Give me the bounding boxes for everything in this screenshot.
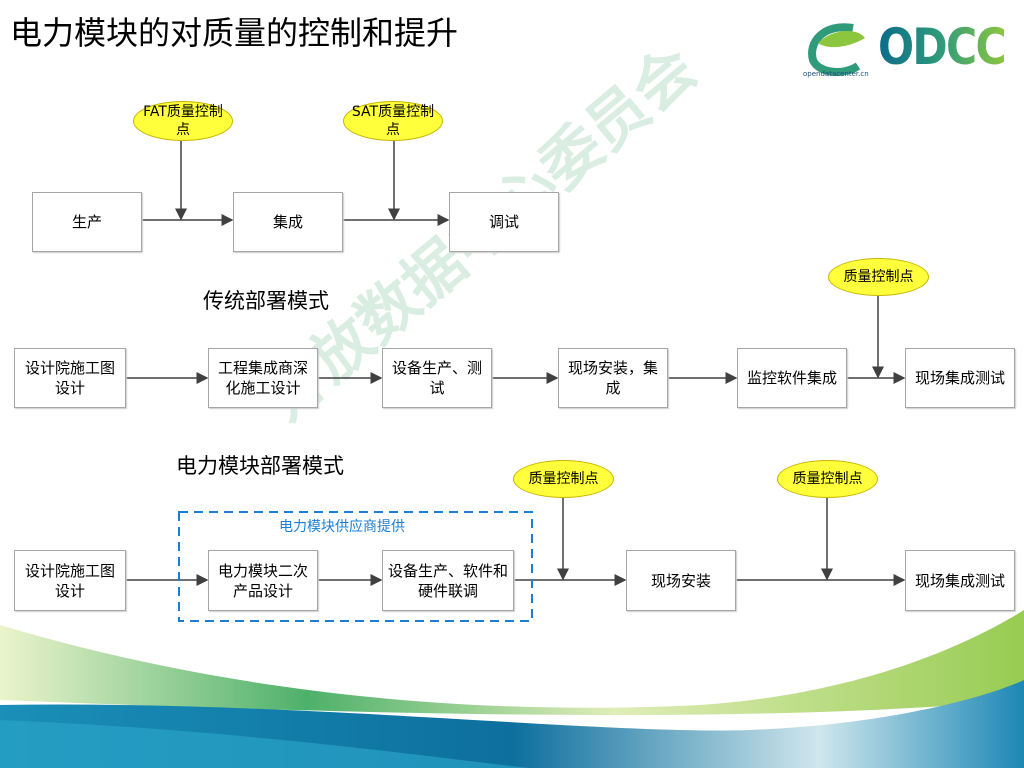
quality-control-point-1: 质量控制点 — [513, 460, 614, 498]
traditional-mode-label: 传统部署模式 — [203, 289, 329, 313]
quality-control-point-2: 质量控制点 — [777, 460, 878, 498]
logo-brand: ODCC — [878, 18, 1007, 76]
step-debug: 调试 — [449, 192, 559, 252]
logo-site: opendatacenter.cn — [803, 70, 869, 78]
trad-step-3: 设备生产、测试 — [382, 348, 492, 408]
leaf-e-icon — [808, 23, 865, 76]
quality-control-point: 质量控制点 — [828, 258, 929, 296]
fat-quality-control-point: FAT质量控制点 — [133, 101, 233, 141]
module-step-3: 设备生产、软件和硬件联调 — [382, 550, 514, 611]
module-step-4: 现场安装 — [626, 550, 736, 611]
module-step-1: 设计院施工图设计 — [14, 550, 126, 611]
trad-step-4: 现场安装，集成 — [558, 348, 668, 408]
trad-step-1: 设计院施工图设计 — [14, 348, 126, 408]
trad-step-6: 现场集成测试 — [905, 348, 1015, 408]
sat-quality-control-point: SAT质量控制点 — [343, 101, 443, 141]
step-integration: 集成 — [233, 192, 343, 252]
page-title: 电力模块的对质量的控制和提升 — [10, 14, 459, 52]
trad-step-2: 工程集成商深化施工设计 — [208, 348, 318, 408]
module-mode-label: 电力模块部署模式 — [176, 454, 344, 478]
trad-step-5: 监控软件集成 — [737, 348, 847, 408]
module-step-5: 现场集成测试 — [905, 550, 1015, 611]
module-step-2: 电力模块二次产品设计 — [208, 550, 318, 611]
odcc-logo-emblem: opendatacenter.cn — [803, 18, 873, 80]
step-production: 生产 — [32, 192, 142, 252]
supplier-group-label: 电力模块供应商提供 — [279, 519, 405, 535]
